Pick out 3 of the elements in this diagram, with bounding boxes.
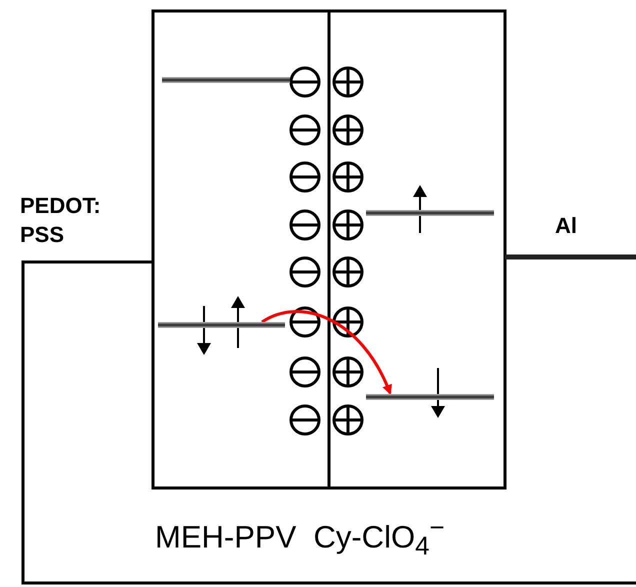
electrode-label: PEDOT: PSS xyxy=(20,192,102,249)
transfer-arrow xyxy=(261,310,392,395)
electrode-label: Al xyxy=(555,212,578,240)
